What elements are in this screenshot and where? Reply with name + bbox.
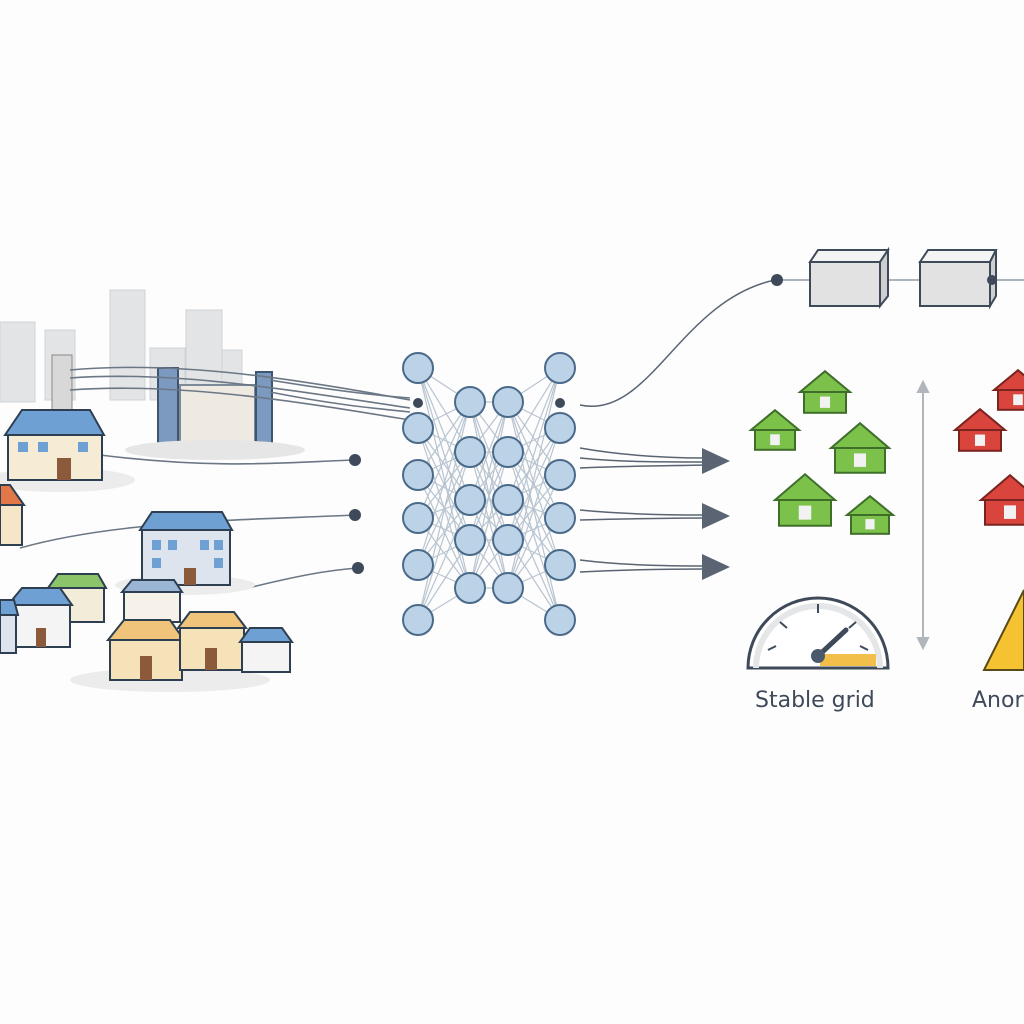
network-node [454,484,486,516]
processing-modules-icon [771,246,1024,310]
network-node [454,572,486,604]
green-house-icon [772,472,838,527]
output-arrows [579,279,776,573]
network-node [492,524,524,556]
network-node [492,436,524,468]
warning-triangle-icon [982,589,1024,671]
network-node [544,502,576,534]
network-node [454,436,486,468]
green-house-icon [797,369,853,414]
neural-network-icon [402,352,576,636]
network-node [402,352,434,384]
gauge-icon [746,596,890,670]
network-node [544,352,576,384]
divider-arrow [916,379,930,651]
network-node [544,549,576,581]
green-house-icon [844,494,896,535]
green-house-icon [828,421,892,474]
network-node [402,459,434,491]
stable-homes-icon [748,369,896,535]
network-node [492,484,524,516]
red-house-icon [978,473,1024,526]
network-node [544,412,576,444]
arrow-heads [702,448,730,580]
network-node [454,386,486,418]
residential-neighborhood-icon [0,409,294,692]
network-node [402,502,434,534]
network-node [402,412,434,444]
network-node [544,459,576,491]
green-house-icon [748,408,802,451]
red-house-icon [952,407,1008,452]
anomaly-label: Anor [972,688,1024,713]
network-node [402,604,434,636]
red-house-icon [991,368,1024,411]
input-port-dots [349,454,364,574]
network-node [402,549,434,581]
network-node [492,386,524,418]
anomaly-homes-icon [952,368,1024,526]
stable-grid-label: Stable grid [755,688,875,713]
network-node [492,572,524,604]
network-node [454,524,486,556]
network-node [544,604,576,636]
